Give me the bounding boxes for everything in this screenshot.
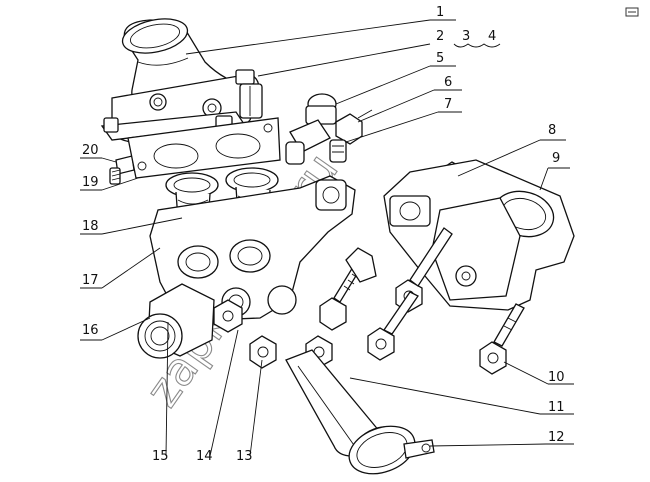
- callout-19: 19: [82, 175, 99, 190]
- callout-4: 4: [488, 29, 496, 44]
- callout-12: 12: [548, 430, 565, 445]
- part-gasket: [127, 117, 281, 179]
- part-pipe-fitting: [137, 283, 215, 359]
- callout-6: 6: [444, 75, 452, 90]
- callout-17: 17: [82, 273, 99, 288]
- part-long-bolt-right: [479, 303, 525, 375]
- callout-14: 14: [196, 449, 213, 464]
- callout-15: 15: [152, 449, 169, 464]
- callout-16: 16: [82, 323, 99, 338]
- fullscreen-toggle-icon[interactable]: [625, 7, 639, 17]
- callout-9: 9: [552, 151, 560, 166]
- callout-3: 3: [462, 29, 470, 44]
- callout-7: 7: [444, 97, 452, 112]
- leader-lines: [80, 19, 574, 457]
- callout-2: 2: [436, 29, 444, 44]
- callout-11: 11: [548, 400, 565, 415]
- callout-1: 1: [436, 5, 444, 20]
- callout-8: 8: [548, 123, 556, 138]
- callout-labels: 1 2 3 4 5 6 7 8 9 10 11 12 13 14 15 16 1…: [82, 5, 565, 464]
- callout-5: 5: [436, 51, 444, 66]
- callout-10: 10: [548, 370, 565, 385]
- part-temperature-sensors: [285, 93, 373, 165]
- part-mounting-bracket: [383, 159, 575, 311]
- part-long-bolts-middle: [345, 227, 453, 361]
- callout-20: 20: [82, 143, 99, 158]
- callout-13: 13: [236, 449, 253, 464]
- callout-18: 18: [82, 219, 99, 234]
- part-drain-stud: [109, 155, 135, 185]
- part-hose-clamp: [348, 425, 435, 475]
- part-nuts-lower-left: [213, 299, 277, 369]
